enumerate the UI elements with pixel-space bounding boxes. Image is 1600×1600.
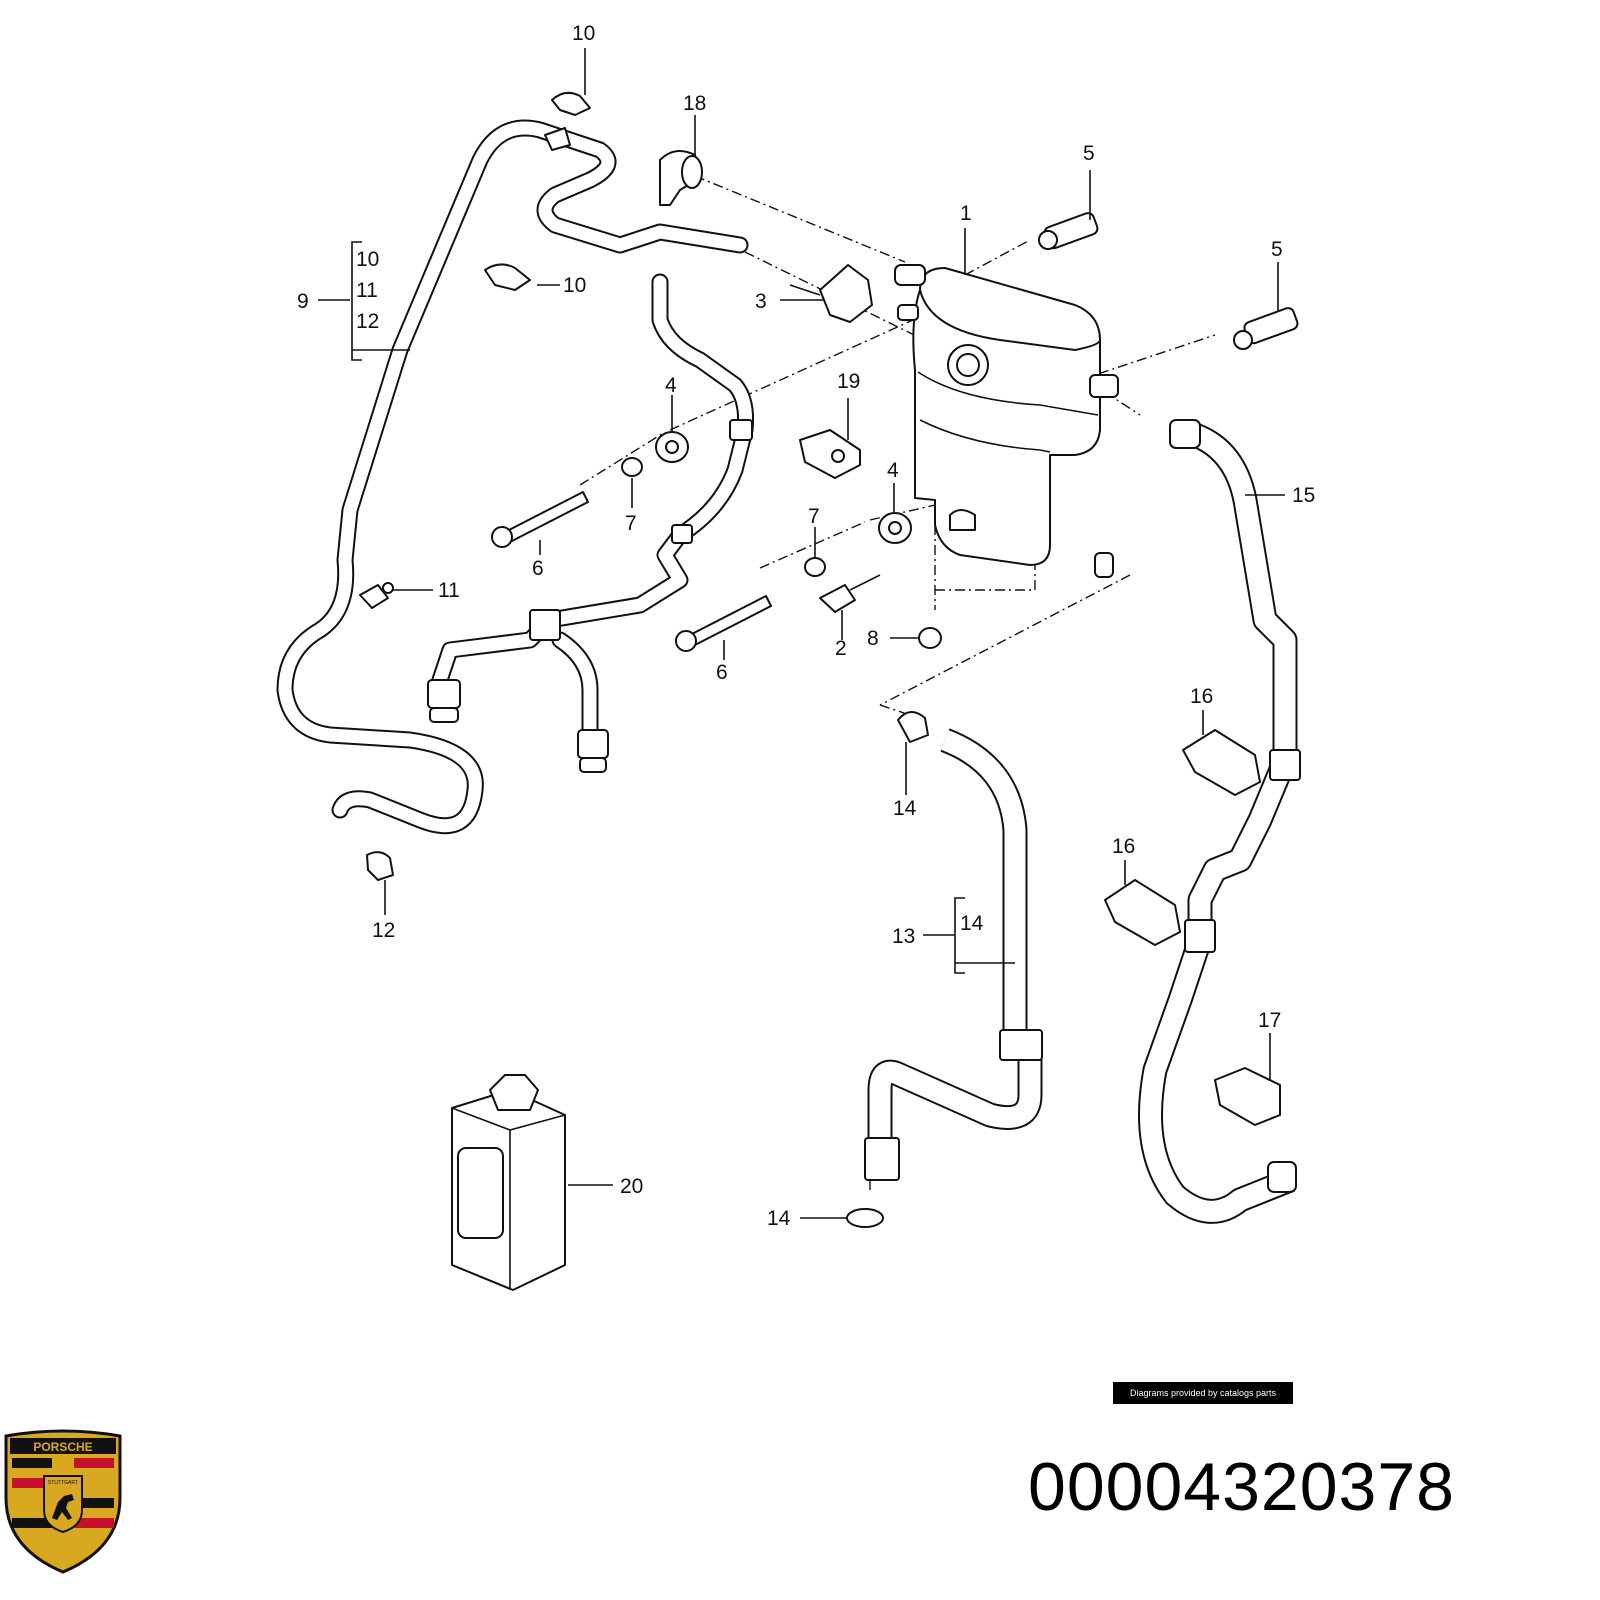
part-18-elbow bbox=[659, 150, 703, 206]
callout-9: 9 bbox=[297, 290, 309, 313]
callout-11: 11 bbox=[438, 579, 460, 602]
callout-18: 18 bbox=[683, 92, 706, 115]
porsche-crest-logo: PORSCHE STUTTGART bbox=[4, 1429, 122, 1574]
callout-14: 14 bbox=[960, 912, 984, 935]
part-19-bracket bbox=[799, 429, 861, 479]
part-7-washers bbox=[621, 457, 826, 577]
callout-15: 15 bbox=[1292, 484, 1315, 507]
callout-20: 20 bbox=[620, 1175, 643, 1198]
callout-10: 10 bbox=[572, 22, 595, 45]
hose-13 bbox=[864, 728, 1043, 1181]
part-8-plug bbox=[918, 627, 942, 649]
part-11-clip bbox=[359, 582, 394, 609]
callout-5: 5 bbox=[1083, 142, 1095, 165]
callout-4: 4 bbox=[887, 459, 899, 482]
part-17-valve bbox=[1214, 1067, 1281, 1126]
hose-15 bbox=[1138, 419, 1301, 1224]
part-2-sensor bbox=[819, 574, 881, 613]
part-10-clips bbox=[484, 91, 591, 291]
hose-9b bbox=[427, 273, 754, 773]
callout-6: 6 bbox=[532, 557, 544, 580]
callout-8: 8 bbox=[867, 627, 879, 650]
part-3-connector bbox=[789, 264, 873, 323]
hose-9 bbox=[276, 119, 749, 835]
callout-13: 13 bbox=[892, 925, 915, 948]
callout-10: 10 bbox=[356, 248, 379, 271]
callout-12: 12 bbox=[356, 310, 379, 333]
part-20-bottle bbox=[451, 1074, 566, 1291]
part-14-clamps bbox=[846, 711, 929, 1228]
callout-labels: 10 18 5 1 5 10 11 12 9 10 3 4 19 4 15 7 … bbox=[297, 22, 1315, 1230]
part-16-brackets bbox=[1104, 729, 1261, 946]
callout-3: 3 bbox=[755, 290, 767, 313]
callout-6: 6 bbox=[716, 661, 728, 684]
callout-14: 14 bbox=[893, 797, 917, 820]
part-number: 00004320378 bbox=[1028, 1449, 1456, 1525]
callout-11: 11 bbox=[356, 279, 378, 302]
leader-lines bbox=[318, 48, 1285, 1219]
callout-1: 1 bbox=[960, 202, 972, 225]
callout-10: 10 bbox=[563, 274, 586, 297]
callout-16: 16 bbox=[1112, 835, 1135, 858]
callout-12: 12 bbox=[372, 919, 395, 942]
callout-2: 2 bbox=[835, 637, 847, 660]
callout-7: 7 bbox=[808, 505, 820, 528]
expansion-tank bbox=[894, 264, 1119, 578]
callout-14: 14 bbox=[767, 1207, 791, 1230]
assembly-lines bbox=[579, 175, 1216, 1190]
callout-5: 5 bbox=[1271, 238, 1283, 261]
callout-4: 4 bbox=[665, 374, 677, 397]
credit-label: Diagrams provided by catalogs parts bbox=[1113, 1382, 1293, 1404]
callout-17: 17 bbox=[1258, 1009, 1281, 1032]
logo-brand-text: PORSCHE bbox=[33, 1440, 92, 1454]
callout-19: 19 bbox=[837, 370, 860, 393]
callout-16: 16 bbox=[1190, 685, 1213, 708]
part-6-bolts bbox=[491, 491, 772, 652]
callout-7: 7 bbox=[625, 512, 637, 535]
logo-city-text: STUTTGART bbox=[48, 1480, 78, 1486]
part-12-clip bbox=[366, 851, 394, 881]
part-5-bolts bbox=[1038, 212, 1299, 350]
